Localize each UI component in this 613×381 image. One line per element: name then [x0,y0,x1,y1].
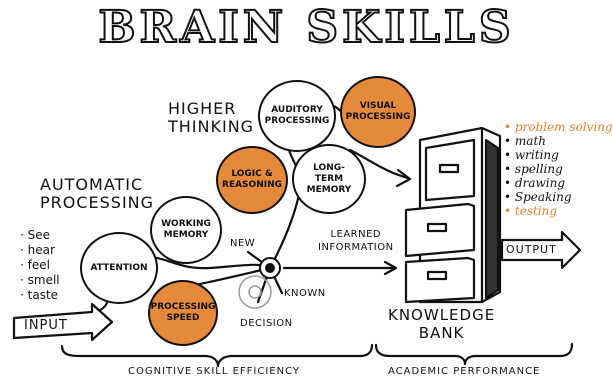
skill-long-term-memory-line-1: LONG-TERM [313,162,345,184]
skill-logic-reasoning: LOGIC &REASONING [216,146,288,214]
subject-text: testing [514,204,558,218]
learned-line-1: LEARNED [330,229,382,240]
senses-list: · See · hear · feel · smell · taste [20,228,60,303]
gear-icon [259,257,281,279]
subject-text: problem solving [514,120,613,134]
skill-working-memory-line-2: MEMORY [163,230,209,240]
brace-right [374,342,574,366]
subjects-list: • problem solving• math• writing• spelli… [504,120,613,218]
academic-performance-label: ACADEMIC PERFORMANCE [388,366,541,377]
level-automatic-line-1: AUTOMATIC [40,175,144,194]
subject-item: • Speaking [504,190,572,204]
sense-item: · smell [20,273,60,287]
subject-text: math [514,134,546,148]
output-label: OUTPUT [506,243,557,256]
known-label: KNOWN [284,288,326,299]
learned-line-2: INFORMATION [318,242,394,253]
skill-processing-speed-line-2: SPEED [166,313,200,323]
subject-text: drawing [514,176,565,190]
input-label: INPUT [24,318,68,333]
arrow-to-bank [348,148,410,180]
subject-text: Speaking [514,190,572,204]
skill-visual-line-1: VISUAL [359,101,397,111]
knowledge-bank-line-2: BANK [418,324,465,342]
sense-item: · See [20,228,51,242]
new-label: NEW [230,238,256,249]
level-higher-thinking: HIGHER THINKING [168,100,254,136]
level-automatic-processing: AUTOMATIC PROCESSING [40,176,154,212]
sense-item: · hear [20,243,55,257]
skill-visual-line-2: PROCESSING [345,112,411,122]
knowledge-bank-line-1: KNOWLEDGE [388,306,496,324]
subject-item: • math [504,134,546,148]
subject-text: spelling [514,162,563,176]
skill-attention: ATTENTION [80,232,158,304]
decision-label: DECISION [240,318,293,329]
output-arrow [500,230,582,270]
sense-smell: smell [27,273,60,287]
cognitive-skill-efficiency-label: COGNITIVE SKILL EFFICIENCY [128,366,301,377]
skill-working-memory-line-1: WORKING [161,219,211,229]
sense-taste: taste [27,288,59,302]
skill-logic-label: LOGIC &REASONING [214,169,290,191]
sense-feel: feel [27,258,50,272]
sense-hear: hear [27,243,55,257]
skill-logic-line-2: REASONING [222,180,282,190]
skill-long-term-memory-line-2: MEMORY [306,184,352,195]
level-higher-line-1: HIGHER [168,99,237,118]
subject-item: • testing [504,204,558,218]
sense-see: See [27,228,51,242]
diagram-title: BRAIN SKILLS [97,1,515,54]
knowledge-bank-label: KNOWLEDGE BANK [388,306,495,342]
sense-item: · taste [20,288,59,302]
skill-attention-label: ATTENTION [90,262,148,273]
input-arrow [12,302,114,342]
sense-item: · feel [20,258,50,272]
learned-information-label: LEARNED INFORMATION [318,228,394,254]
skill-logic-line-1: LOGIC & [231,169,273,179]
filing-cabinet-icon [404,126,502,304]
subject-item: • writing [504,148,559,162]
subject-item: • spelling [504,162,563,176]
subject-text: writing [514,148,559,162]
subject-item: • problem solving [504,120,613,134]
skill-auditory-line-1: AUDITORY [271,105,323,115]
level-automatic-line-2: PROCESSING [40,193,155,212]
skill-processing-speed-line-1: PROCESSING [150,302,216,312]
skill-auditory-line-2: PROCESSING [264,116,330,126]
brace-left [60,343,374,368]
level-higher-line-2: THINKING [168,117,255,136]
subject-item: • drawing [504,176,565,190]
